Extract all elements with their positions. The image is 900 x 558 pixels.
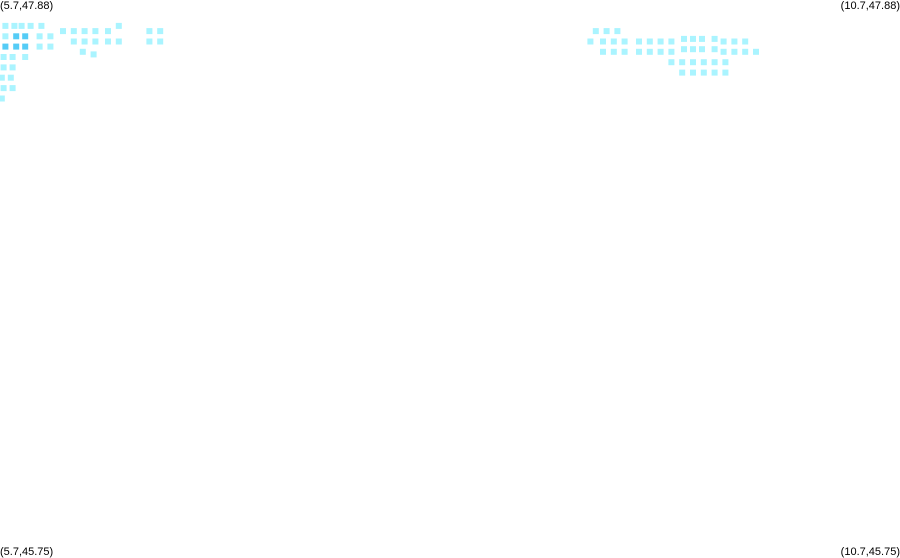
- heatmap-cell: [22, 33, 29, 40]
- heatmap-cell: [2, 33, 9, 40]
- heatmap-cell: [610, 38, 617, 45]
- heatmap-cell: [47, 43, 54, 50]
- heatmap-cell: [657, 38, 664, 45]
- heatmap-cell: [13, 33, 20, 40]
- heatmap-cell: [621, 48, 628, 55]
- heatmap-cell: [681, 35, 687, 42]
- heatmap-cell: [0, 64, 7, 71]
- heatmap-cell: [7, 74, 14, 81]
- heatmap-cell: [0, 95, 5, 102]
- corner-label-top-right: (10.7,47.88): [840, 0, 900, 12]
- heatmap-cell: [38, 22, 45, 29]
- heatmap-cell: [720, 38, 727, 45]
- heatmap-cell: [9, 64, 16, 71]
- corner-label-bottom-right: (10.7,45.75): [840, 546, 900, 558]
- corner-label-bottom-left: (5.7,45.75): [0, 546, 54, 558]
- heatmap-cell: [731, 38, 738, 45]
- heatmap-cell: [699, 46, 705, 53]
- heatmap-cell: [11, 22, 18, 29]
- heatmap-cell: [79, 48, 86, 55]
- heatmap-cell: [679, 59, 686, 66]
- heatmap-cell: [0, 85, 7, 92]
- heatmap-cell: [600, 38, 606, 45]
- heatmap-cell: [731, 48, 738, 55]
- heatmap-cell: [711, 59, 718, 66]
- heatmap-cell: [81, 38, 88, 45]
- heatmap-cell: [610, 48, 617, 55]
- heatmap-cell: [722, 69, 729, 76]
- corner-label-top-left: (5.7,47.88): [0, 0, 54, 12]
- heatmap-cell: [36, 33, 43, 40]
- heatmap-cell: [668, 48, 675, 55]
- heatmap-cell: [711, 35, 718, 42]
- heatmap-cell: [668, 59, 675, 66]
- heatmap-cell: [668, 38, 675, 45]
- heatmap-cell: [0, 74, 5, 81]
- heatmap-cell: [105, 28, 111, 35]
- heatmap-cell: [681, 46, 687, 53]
- heatmap-cell: [700, 59, 707, 66]
- heatmap-cell: [146, 28, 153, 35]
- heatmap-cell: [22, 54, 29, 60]
- heatmap-cell: [742, 38, 749, 45]
- heatmap-cell: [657, 48, 664, 55]
- heatmap-cell: [115, 22, 122, 29]
- heatmap-cell: [700, 69, 707, 76]
- heatmap-cell: [0, 54, 7, 60]
- heatmap-cell: [92, 28, 99, 35]
- heatmap-cell: [2, 22, 9, 29]
- heatmap-cell: [36, 43, 43, 50]
- heatmap-cell: [47, 33, 54, 40]
- heatmap-cell: [722, 59, 729, 66]
- heatmap-cell: [18, 22, 25, 29]
- heatmap-cell: [636, 38, 642, 45]
- heatmap-cell: [70, 28, 77, 35]
- heatmap-cell: [711, 69, 718, 76]
- heatmap-cell: [70, 38, 77, 45]
- heatmap-cell: [753, 48, 759, 55]
- heatmap-cell: [711, 46, 718, 53]
- heatmap-cell: [646, 48, 653, 55]
- heatmap-cell: [105, 38, 111, 45]
- heatmap-cell: [690, 46, 696, 53]
- heatmap-cell: [646, 38, 653, 45]
- heatmap-cell: [742, 48, 749, 55]
- heatmap-cell: [592, 28, 599, 35]
- heatmap-cell: [603, 28, 610, 35]
- heatmap-cell: [157, 28, 164, 35]
- heatmap-cell: [13, 43, 20, 50]
- heatmap-cell: [81, 28, 88, 35]
- heatmap-cell: [60, 28, 66, 35]
- heatmap-cell: [157, 38, 164, 45]
- heatmap-cell: [699, 35, 705, 42]
- heatmap-cell: [22, 43, 29, 50]
- heatmap-cell: [690, 69, 696, 76]
- heatmap-cell: [614, 28, 621, 35]
- heatmap-cell: [90, 51, 97, 58]
- heatmap-cell: [146, 38, 153, 45]
- heatmap-cell: [720, 48, 727, 55]
- heatmap-cell: [636, 48, 642, 55]
- heatmap-cell: [2, 43, 9, 50]
- heatmap-cell: [690, 35, 696, 42]
- heatmap-cell: [9, 54, 16, 60]
- heatmap-cell: [115, 38, 122, 45]
- heatmap-cell: [690, 59, 696, 66]
- heatmap-cell: [27, 22, 34, 29]
- heatmap-cell: [621, 38, 628, 45]
- heatmap-cell: [679, 69, 686, 76]
- heatmap-cell: [600, 48, 606, 55]
- heatmap-cell: [92, 38, 99, 45]
- heatmap-cell: [587, 38, 594, 45]
- heatmap-cell: [9, 85, 16, 92]
